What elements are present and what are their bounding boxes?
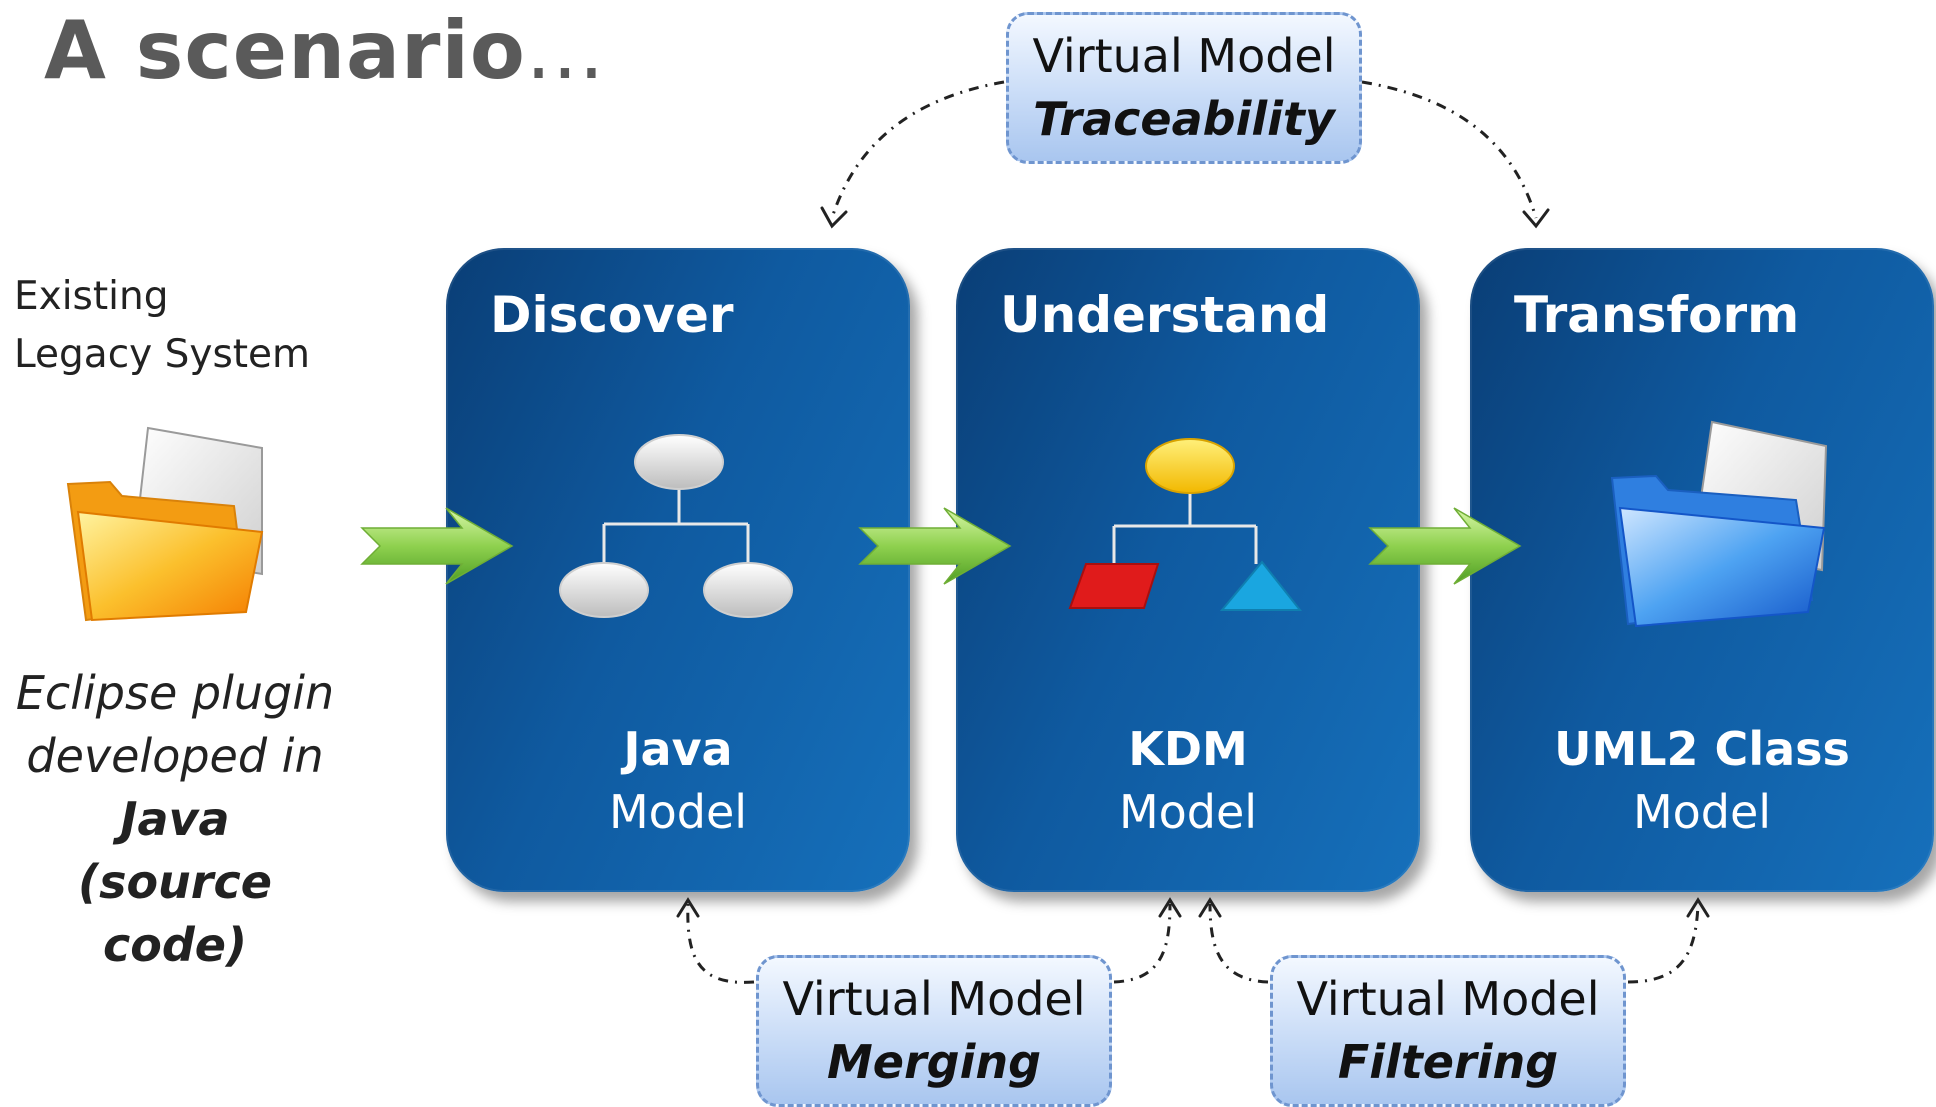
flow-arrow-2 [858, 507, 1012, 585]
virtual-model-filtering-box: Virtual Model Filtering [1270, 955, 1626, 1107]
blue-folder-icon [1610, 420, 1828, 628]
stage-transform-title: Transform [1514, 286, 1800, 344]
merging-connectors [686, 903, 1172, 984]
stage-understand-title: Understand [1000, 286, 1330, 344]
stage-transform-model-name: UML2 Class [1554, 722, 1850, 776]
legacy-label-line2: Legacy System [14, 332, 311, 377]
stage-discover-model: Java Model [446, 718, 910, 844]
traceability-connectors [830, 80, 1538, 219]
slide-title: A scenario... [44, 4, 605, 97]
stage-understand-model: KDM Model [956, 718, 1420, 844]
virtual-model-filtering-line1: Virtual Model [1296, 972, 1600, 1026]
stage-discover-title: Discover [490, 286, 734, 344]
virtual-model-merging-line2: Merging [826, 1035, 1042, 1089]
virtual-model-traceability-line2: Traceability [1033, 92, 1335, 146]
stage-discover-model-name: Java [623, 722, 733, 776]
virtual-model-traceability-box: Virtual Model Traceability [1006, 12, 1362, 164]
legacy-label-line1: Existing [14, 274, 169, 319]
legacy-caption: Eclipse plugin developed in Java (source… [0, 662, 350, 977]
virtual-model-traceability-line1: Virtual Model [1032, 29, 1336, 83]
legacy-caption-line4: (source code) [78, 855, 272, 972]
flow-arrow-3 [1368, 507, 1522, 585]
legacy-caption-line2: developed in [26, 729, 324, 783]
stage-transform-model: UML2 Class Model [1470, 718, 1934, 844]
connector-arrowheads [676, 206, 1710, 918]
legacy-caption-line1: Eclipse plugin [15, 666, 335, 720]
slide-title-text: A scenario [44, 4, 526, 97]
colored-hierarchy-icon [1068, 438, 1303, 611]
legacy-caption-line3: Java [120, 792, 230, 846]
stage-understand-model-label: Model [1118, 785, 1258, 839]
slide-title-ellipsis: ... [525, 4, 606, 97]
virtual-model-filtering-line2: Filtering [1337, 1035, 1559, 1089]
filtering-connectors [1208, 903, 1700, 984]
legacy-system-label: Existing Legacy System [14, 268, 310, 384]
stage-discover-model-label: Model [608, 785, 748, 839]
orange-folder-icon [66, 426, 264, 622]
virtual-model-merging-line1: Virtual Model [782, 972, 1086, 1026]
gray-hierarchy-icon [559, 434, 793, 618]
stage-transform-model-label: Model [1632, 785, 1772, 839]
flow-arrow-1 [360, 507, 514, 585]
stage-discover: Discover Java Model [446, 248, 910, 892]
virtual-model-merging-box: Virtual Model Merging [756, 955, 1112, 1107]
stage-understand: Understand KDM Model [956, 248, 1420, 892]
stage-understand-model-name: KDM [1128, 722, 1248, 776]
